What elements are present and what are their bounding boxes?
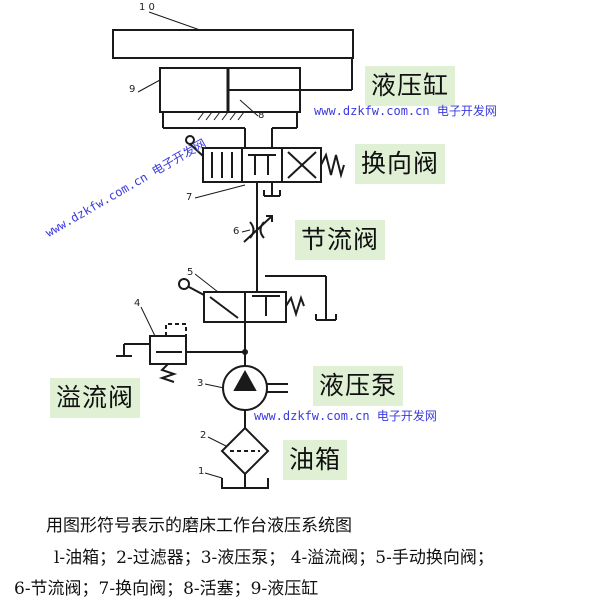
watermark-site: 电子开发网	[436, 104, 497, 118]
relief-valve-4	[149, 335, 187, 365]
part-number-9: 9	[129, 84, 136, 95]
caption-legend-line1: l-油箱；2-过滤器；3-液压泵； 4-溢流阀；5-手动换向阀；	[54, 548, 494, 568]
label-cylinder: 液压缸	[365, 66, 456, 106]
part-number-4: 4	[134, 298, 141, 309]
part-number-10: 1 0	[139, 2, 155, 13]
part-number-6: 6	[233, 226, 240, 237]
watermark-bottom: www.dzkfw.com.cn 电子开发网	[254, 407, 437, 424]
part-number-7: 7	[186, 192, 193, 203]
part-number-3: 3	[197, 378, 204, 389]
part-number-2: 2	[200, 430, 207, 441]
caption-title: 用图形符号表示的磨床工作台液压系统图	[46, 516, 352, 536]
watermark-site: 电子开发网	[376, 409, 437, 423]
part-number-1: 1	[198, 466, 205, 477]
label-directional-valve: 换向阀	[355, 144, 446, 184]
label-tank: 油箱	[283, 440, 348, 480]
label-pump: 液压泵	[313, 366, 404, 406]
caption-legend-line2: 6-节流阀；7-换向阀；8-活塞；9-液压缸	[14, 579, 319, 599]
part-number-8: 8	[258, 110, 265, 121]
watermark-top: www.dzkfw.com.cn 电子开发网	[314, 102, 497, 119]
tank-1	[221, 478, 269, 489]
label-throttle-valve: 节流阀	[295, 220, 386, 260]
throttle-valve-6	[243, 215, 273, 243]
watermark-url: www.dzkfw.com.cn	[254, 409, 370, 423]
part-number-5: 5	[187, 267, 194, 278]
watermark-url: www.dzkfw.com.cn	[314, 104, 430, 118]
label-relief-valve: 溢流阀	[50, 378, 141, 418]
worktable-10	[112, 29, 354, 59]
